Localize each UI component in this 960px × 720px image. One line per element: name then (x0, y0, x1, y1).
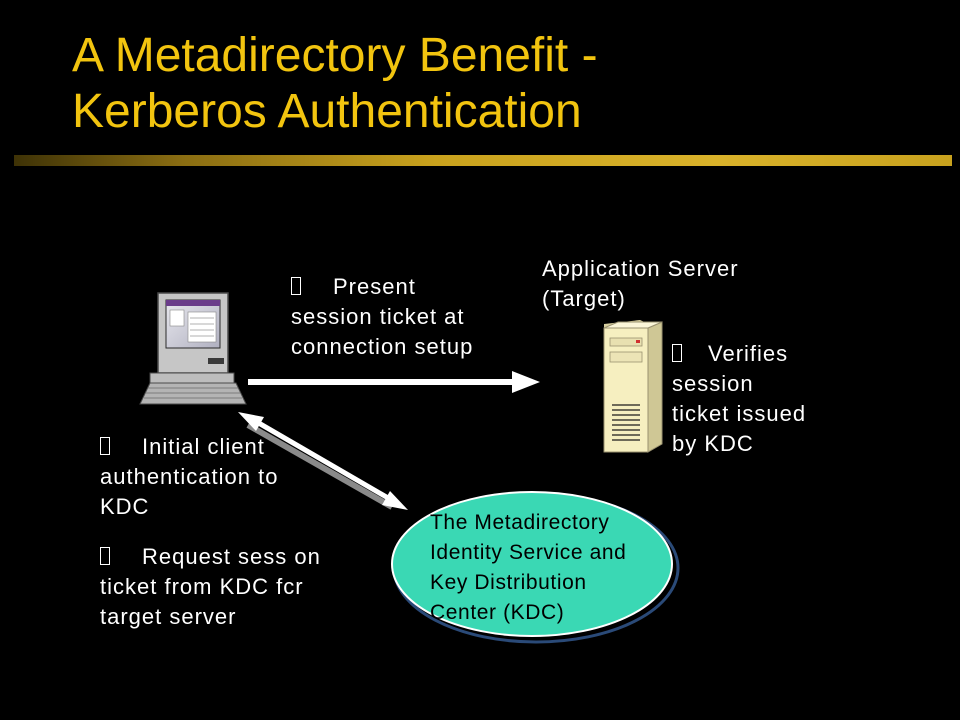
bullet-box-icon (291, 277, 301, 295)
bullet-box-icon (100, 437, 110, 455)
server-title-line-2: (Target) (542, 286, 626, 311)
label-line: by KDC (672, 431, 754, 456)
label-line: Request sess on (142, 544, 321, 569)
title-line-2: Kerberos Authentication (72, 85, 582, 138)
kdc-line: Identity Service and (430, 541, 627, 564)
label-line: ticket from KDC fcr (100, 574, 304, 599)
label-present-session-ticket: Present session ticket at connection set… (291, 272, 473, 362)
application-server-title: Application Server (Target) (542, 254, 739, 314)
server-title-line-1: Application Server (542, 256, 739, 281)
kdc-line: The Metadirectory (430, 511, 610, 534)
tower-server-icon (603, 320, 663, 453)
label-line: target server (100, 604, 237, 629)
kdc-line: Key Distribution (430, 571, 587, 594)
label-initial-authentication: Initial client authentication to KDC (100, 432, 278, 522)
label-line: ticket issued (672, 401, 807, 426)
title-line-1: A Metadirectory Benefit - (72, 29, 598, 82)
label-line: Initial client (142, 434, 265, 459)
label-line: Verifies (708, 341, 789, 366)
bullet-box-icon (100, 547, 110, 565)
label-line: session (672, 371, 754, 396)
arrow-client-to-server (248, 371, 540, 393)
bullet-box-icon (672, 344, 682, 362)
label-line: connection setup (291, 334, 474, 359)
kdc-description: The Metadirectory Identity Service and K… (430, 508, 626, 628)
label-line: Present (333, 274, 416, 299)
label-line: session ticket at (291, 304, 465, 329)
arrow-client-kdc (238, 412, 408, 510)
label-line: KDC (100, 494, 150, 519)
slide-title: A Metadirectory Benefit - Kerberos Authe… (72, 28, 598, 140)
kdc-line: Center (KDC) (430, 601, 565, 624)
desktop-computer-icon (139, 292, 247, 405)
label-verifies-ticket: Verifies session ticket issued by KDC (672, 339, 806, 459)
label-request-session-ticket: Request sess on ticket from KDC fcr targ… (100, 542, 321, 632)
title-divider (14, 155, 952, 166)
kdc-ellipse (391, 491, 680, 644)
label-line: authentication to (100, 464, 279, 489)
